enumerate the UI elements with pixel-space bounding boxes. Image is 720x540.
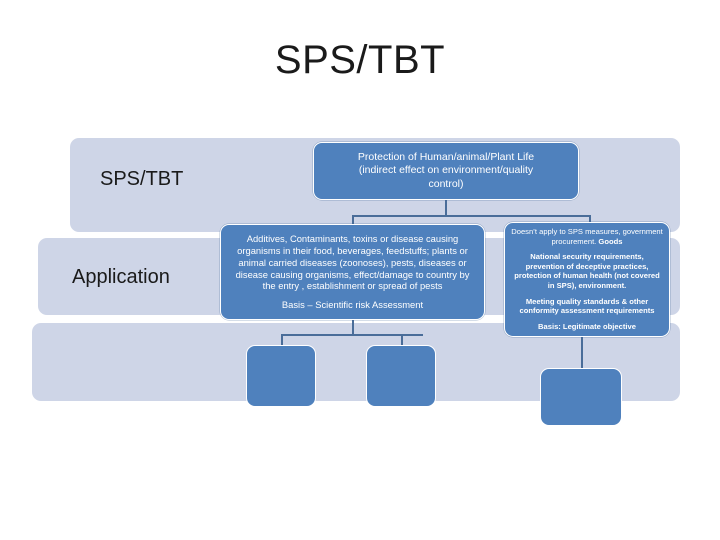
- connector-protection-stem: [445, 200, 447, 216]
- connector-sps-branch-right: [401, 334, 403, 346]
- connector-branch-left: [352, 215, 354, 225]
- connector-sps-branch-horizontal: [281, 334, 423, 336]
- box-tbt-scope[interactable]: Doesn’t apply to SPS measures, governmen…: [504, 222, 670, 337]
- box-empty-right[interactable]: [540, 368, 622, 426]
- box-protection-of-life[interactable]: Protection of Human/animal/Plant Life (i…: [313, 142, 579, 200]
- box-protection-line-1: Protection of Human/animal/Plant Life: [357, 150, 535, 163]
- box-protection-line-2: (indirect effect on environment/quality: [358, 164, 534, 177]
- box-sps-scope[interactable]: Additives, Contaminants, toxins or disea…: [220, 224, 485, 320]
- connector-sps-branch-left: [281, 334, 283, 346]
- connector-branch-right: [589, 215, 591, 223]
- page-title: SPS/TBT: [274, 38, 446, 82]
- box-tbt-para1-bold: Goods: [598, 236, 623, 246]
- box-empty-left[interactable]: [246, 345, 316, 407]
- connector-sps-stem: [352, 320, 354, 335]
- box-sps-basis: Basis – Scientific risk Assessment: [281, 299, 424, 311]
- box-tbt-paragraph-2: National security requirements, preventi…: [514, 252, 660, 290]
- band-label-application: Application: [72, 266, 170, 288]
- box-tbt-para1-normal: Doesn’t apply to SPS measures, governmen…: [511, 227, 663, 246]
- box-tbt-paragraph-4: Basis: Legitimate objective: [538, 321, 636, 331]
- connector-tbt-stem: [581, 337, 583, 369]
- box-tbt-paragraph-3: Meeting quality standards & other confor…: [519, 296, 655, 316]
- box-protection-line-3: control): [428, 177, 464, 190]
- band-label-sps-tbt: SPS/TBT: [100, 168, 184, 190]
- connector-branch-horizontal: [352, 215, 591, 217]
- box-tbt-paragraph-1: Doesn’t apply to SPS measures, governmen…: [510, 227, 664, 246]
- box-empty-middle[interactable]: [366, 345, 436, 407]
- box-sps-body: Additives, Contaminants, toxins or disea…: [235, 233, 470, 292]
